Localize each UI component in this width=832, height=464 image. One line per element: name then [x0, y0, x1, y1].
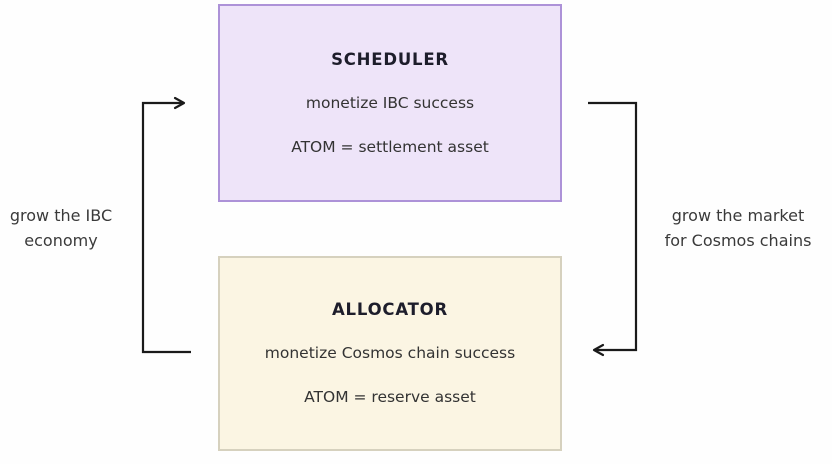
allocator-line1: monetize Cosmos chain success	[264, 344, 516, 362]
scheduler-line2: ATOM = settlement asset	[291, 137, 489, 156]
left-cycle-label: grow the IBC economy	[0, 203, 122, 253]
allocator-title: ALLOCATOR	[331, 300, 449, 319]
scheduler-line1: monetize IBC success	[305, 93, 475, 112]
right-cycle-label: grow the market for Cosmos chains	[658, 203, 818, 253]
scheduler-title: SCHEDULER	[331, 49, 449, 69]
scheduler-box: SCHEDULER monetize IBC success ATOM = se…	[218, 4, 562, 202]
left-cycle-label-line2: economy	[24, 231, 98, 250]
right-cycle-label-line2: for Cosmos chains	[664, 231, 812, 250]
allocator-box: ALLOCATOR monetize Cosmos chain success …	[218, 256, 562, 451]
left-cycle-label-line1: grow the IBC	[9, 206, 113, 225]
left-cycle-arrow	[141, 96, 191, 354]
right-cycle-label-line1: grow the market	[671, 206, 805, 225]
allocator-line2: ATOM = reserve asset	[304, 388, 476, 406]
right-cycle-arrow	[588, 101, 638, 357]
